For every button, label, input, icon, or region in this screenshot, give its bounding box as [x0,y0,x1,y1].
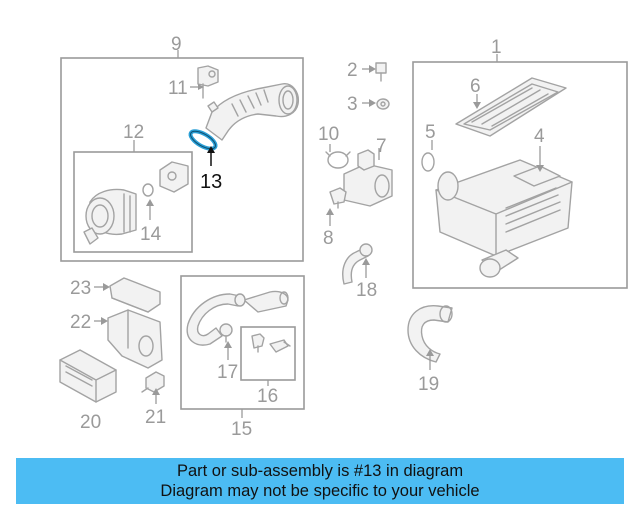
part-4-filter-cover[interactable] [513,165,561,187]
part-13-seal-ring[interactable] [188,128,218,152]
part-5-oring[interactable] [421,152,435,172]
callout-6[interactable]: 6 [470,76,481,97]
callout-15[interactable]: 15 [231,419,252,440]
callout-11[interactable]: 11 [168,78,188,99]
part-21-sensor[interactable] [141,371,165,393]
banner-line-2: Diagram may not be specific to your vehi… [160,482,480,500]
callout-3[interactable]: 3 [347,94,358,115]
banner-line-1: Part or sub-assembly is #13 in diagram [176,462,464,480]
part-14-oring[interactable] [142,183,154,197]
part-11-connector[interactable] [197,65,219,99]
part-7-maf-sensor[interactable] [343,149,393,207]
callout-4[interactable]: 4 [534,126,545,147]
intake-hose[interactable] [205,83,299,141]
callout-18[interactable]: 18 [356,280,377,301]
callout-17[interactable]: 17 [217,362,238,383]
part-2-bolt[interactable] [375,62,387,82]
callout-7[interactable]: 7 [376,136,387,157]
part-12-throttle-body[interactable] [83,161,189,245]
callout-2[interactable]: 2 [347,60,358,81]
part-22-resonator[interactable] [107,309,163,369]
callout-20[interactable]: 20 [80,412,101,433]
group-box-9 [60,57,304,262]
part-16-bolts[interactable] [251,333,291,353]
group-box-12 [73,151,193,253]
group-box-1 [412,61,628,289]
callout-12[interactable]: 12 [123,122,144,143]
callout-5[interactable]: 5 [425,122,436,143]
part-23-cover[interactable] [109,277,161,313]
callout-23[interactable]: 23 [70,278,91,299]
callout-21[interactable]: 21 [145,407,166,428]
callout-19[interactable]: 19 [418,374,439,395]
callout-14[interactable]: 14 [140,224,162,245]
callout-9[interactable]: 9 [171,34,182,55]
part-20-duct[interactable] [59,349,117,403]
callout-13[interactable]: 13 [200,171,222,193]
part-3-washer[interactable] [376,98,390,110]
callout-16[interactable]: 16 [257,386,278,407]
part-6-air-filter[interactable] [455,77,567,137]
callout-22[interactable]: 22 [70,312,91,333]
part-8-screw[interactable] [329,187,347,209]
info-banner: Part or sub-assembly is #13 in diagram D… [16,458,624,504]
part-19-intake-duct[interactable] [407,305,453,363]
group-box-16 [240,326,296,381]
part-15-hoses[interactable] [186,290,289,346]
part-17-clip[interactable] [219,323,233,343]
callout-1[interactable]: 1 [491,37,502,58]
callout-10[interactable]: 10 [318,124,339,145]
part-10-clamp[interactable] [325,151,351,169]
part-18-vent-pipe[interactable] [342,243,373,285]
callout-8[interactable]: 8 [323,228,334,249]
